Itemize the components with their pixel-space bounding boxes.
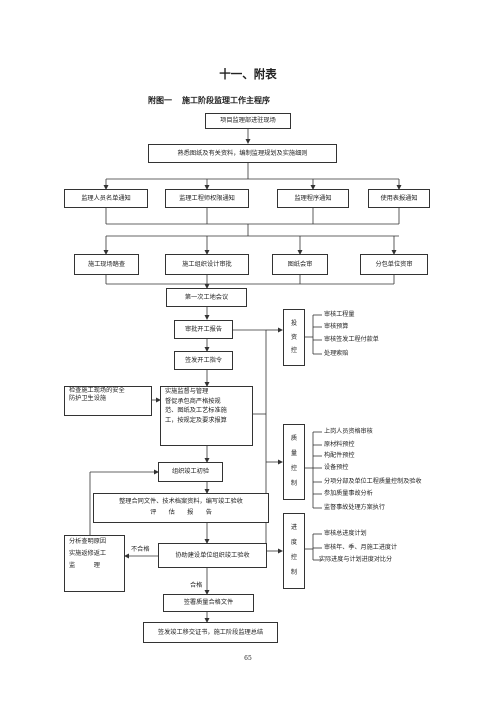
issue-certificate-box: 签发竣工移交证书，施工阶段监理总结 bbox=[143, 622, 278, 643]
figure-caption: 附图一 施工阶段监理工作主程序 bbox=[148, 95, 280, 106]
quality-char: 制 bbox=[290, 479, 298, 487]
analyze-line: 实施返修返工 bbox=[69, 549, 107, 557]
archive-report-line: 评 估 报 告 bbox=[150, 509, 212, 516]
progress-item: 审核总进度计划 bbox=[324, 530, 367, 537]
supervision-line: 范、图纸及工艺标准施 bbox=[165, 407, 227, 415]
subcontractor-review-box: 分包单位资审 bbox=[360, 254, 428, 275]
progress-char: 度 bbox=[290, 539, 298, 547]
notify-procedure-box: 监理程序通知 bbox=[277, 189, 349, 208]
implement-supervision-box: 实施监督与管理 督促承包商严格按规 范、图纸及工艺标准施 工，按规定及要求报算 bbox=[160, 386, 253, 446]
quality-char: 量 bbox=[290, 450, 298, 458]
quality-item: 监督事故处理方案执行 bbox=[324, 504, 385, 511]
sign-quality-box: 签署质量合格文件 bbox=[163, 594, 254, 612]
figure-number: 附图一 bbox=[148, 96, 172, 105]
progress-char: 制 bbox=[290, 568, 298, 576]
quality-item: 上岗人员资格审核 bbox=[324, 428, 373, 435]
supervision-line: 工，按规定及要求报算 bbox=[165, 416, 227, 424]
quality-item: 设备预控 bbox=[324, 464, 349, 471]
quality-item: 参加质量事故分析 bbox=[324, 490, 373, 497]
notify-staff-box: 监理人员名单通知 bbox=[64, 189, 148, 208]
analyze-line: 分析查明原因 bbox=[69, 538, 107, 545]
notify-authority-box: 监理工程师权限通知 bbox=[165, 189, 249, 208]
quality-control-box: 质 量 控 制 bbox=[283, 424, 305, 500]
analyze-reasons-box: 分析查明原因 实施返修返工 监 理 bbox=[64, 535, 125, 592]
start-report-review-box: 审批开工报告 bbox=[174, 320, 233, 339]
org-design-review-box: 施工组织设计审批 bbox=[165, 254, 249, 275]
analyze-line: 监 理 bbox=[69, 561, 100, 569]
safety-check-line: 防护卫生设施 bbox=[69, 394, 107, 402]
investment-item: 审核预算 bbox=[324, 323, 349, 330]
investment-item: 审核工程量 bbox=[324, 311, 355, 318]
progress-char: 控 bbox=[290, 554, 298, 561]
supervision-line: 实施监督与管理 bbox=[165, 388, 209, 395]
page-title: 十一、附表 bbox=[219, 67, 277, 81]
completion-inspection-box: 组织竣工初验 bbox=[158, 462, 223, 482]
investment-char: 资 bbox=[290, 333, 298, 341]
pass-label: 合格 bbox=[190, 582, 203, 589]
figure-title: 施工阶段监理工作主程序 bbox=[182, 96, 270, 105]
safety-check-box: 检查施工现场的安全 防护卫生设施 bbox=[64, 386, 152, 416]
investment-char: 投 bbox=[290, 320, 298, 328]
quality-char: 质 bbox=[290, 435, 298, 443]
supervision-line: 督促承包商严格按规 bbox=[165, 397, 221, 405]
notify-forms-box: 使用表报通知 bbox=[368, 189, 430, 208]
enter-site-box: 项目监理部进驻现场 bbox=[205, 113, 291, 129]
start-order-box: 签发开工指令 bbox=[174, 351, 233, 370]
quality-item: 原材料预控 bbox=[324, 441, 355, 448]
investment-char: 控 bbox=[290, 347, 298, 355]
familiarize-box: 熟悉图纸及有关资料，编制监理规划及实施细则 bbox=[148, 144, 337, 163]
page-number: 65 bbox=[244, 655, 252, 662]
fail-label: 不合格 bbox=[131, 546, 150, 553]
progress-control-box: 进 度 控 制 bbox=[283, 513, 305, 589]
archive-report-box: 整理合同文件、技术档案资料，编写竣工验收 评 估 报 告 bbox=[93, 493, 269, 523]
drawing-review-box: 图纸会审 bbox=[272, 254, 328, 275]
progress-item: 实际进度与计划进度对比分 bbox=[319, 556, 393, 563]
investment-item: 处理索赔 bbox=[324, 350, 349, 357]
archive-report-line: 整理合同文件、技术档案资料，编写竣工验收 bbox=[119, 498, 243, 506]
investment-item: 审核签发工程付款单 bbox=[324, 336, 379, 343]
investment-control-box: 投 资 控 bbox=[283, 309, 305, 366]
quality-item: 分项分部及单位工程质量控制及验收 bbox=[324, 478, 422, 485]
safety-check-line: 检查施工现场的安全 bbox=[69, 387, 125, 394]
progress-char: 进 bbox=[290, 524, 298, 532]
progress-item: 审核年、季、月施工进度计 bbox=[324, 544, 398, 551]
quality-item: 构配件预控 bbox=[324, 452, 355, 459]
site-survey-box: 施工现场踏查 bbox=[74, 254, 139, 275]
quality-char: 控 bbox=[290, 465, 298, 472]
acceptance-assist-box: 协助建设单位组织竣工验收 bbox=[158, 543, 267, 568]
first-meeting-box: 第一次工地会议 bbox=[166, 288, 247, 307]
